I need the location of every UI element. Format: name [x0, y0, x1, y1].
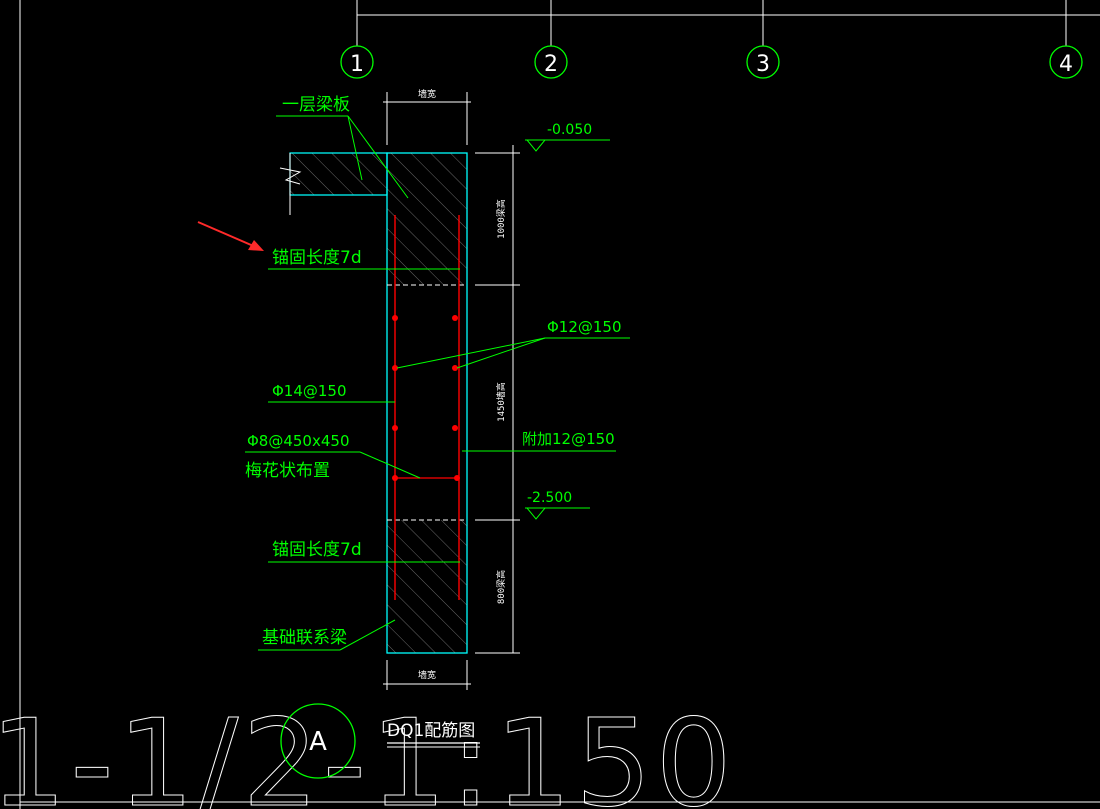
dim-text: 墙宽 — [418, 669, 436, 681]
drawing-title: DQ1配筋图 — [387, 721, 480, 748]
axis-label: 3 — [756, 52, 770, 77]
elevation-text: -0.050 — [547, 122, 592, 138]
label-anchor-top: 锚固长度7d — [268, 248, 460, 270]
axis-bubble-1: 1 — [340, 0, 374, 79]
elevation-mark-top: -0.050 — [525, 122, 610, 152]
label-bar-14: Φ14@150 — [268, 382, 395, 403]
label-text: 锚固长度7d — [272, 248, 362, 268]
dim-text: 800梁高 — [495, 570, 507, 604]
label-text: Φ8@450x450 — [247, 432, 350, 450]
axis-bubble-4: 4 — [1049, 0, 1083, 79]
dim-text: 1000梁高 — [495, 199, 507, 239]
elevation-text: -2.500 — [527, 490, 572, 506]
annotation-arrow-icon — [197, 221, 264, 251]
label-text: 梅花状布置 — [245, 461, 330, 481]
axis-label: 4 — [1059, 52, 1073, 77]
label-tie: Φ8@450x450 梅花状布置 — [245, 432, 421, 481]
rebar-dots — [392, 315, 460, 481]
label-text: 一层梁板 — [282, 95, 350, 115]
label-text: Φ14@150 — [272, 382, 347, 400]
label-text: 锚固长度7d — [272, 540, 362, 560]
axis-label: 2 — [544, 52, 558, 77]
title-text: DQ1配筋图 — [387, 721, 475, 741]
dim-vertical-chain: 1000梁高 1450墙高 800梁高 — [475, 145, 520, 654]
label-base-beam: 基础联系梁 — [258, 619, 396, 651]
dim-text: 墙宽 — [418, 88, 436, 100]
dim-text: 1450墙高 — [495, 382, 507, 422]
label-text: 附加12@150 — [522, 430, 615, 448]
label-text: 基础联系梁 — [262, 628, 347, 648]
dim-top-width: 墙宽 — [383, 88, 471, 145]
label-slab: 一层梁板 — [276, 95, 409, 199]
slab-section — [289, 152, 388, 196]
dim-bottom-width: 墙宽 — [383, 660, 471, 690]
top-beam-hatch — [387, 153, 467, 285]
axis-label: 1 — [350, 52, 364, 77]
elevation-mark-bottom: -2.500 — [525, 490, 590, 520]
break-symbol-icon — [279, 167, 302, 185]
label-bar-12: Φ12@150 — [396, 318, 630, 369]
label-anchor-bottom: 锚固长度7d — [268, 540, 460, 563]
label-text: Φ12@150 — [547, 318, 622, 336]
section-mark-label: A — [309, 727, 327, 757]
foundation-beam-hatch — [387, 520, 467, 653]
background-scale-text: 1-1/2-1:150 — [0, 695, 736, 809]
axis-bubble-2: 2 — [534, 0, 568, 79]
axis-bubble-3: 3 — [746, 0, 780, 79]
section-mark: A — [280, 703, 356, 779]
label-additional: 附加12@150 — [462, 430, 616, 452]
